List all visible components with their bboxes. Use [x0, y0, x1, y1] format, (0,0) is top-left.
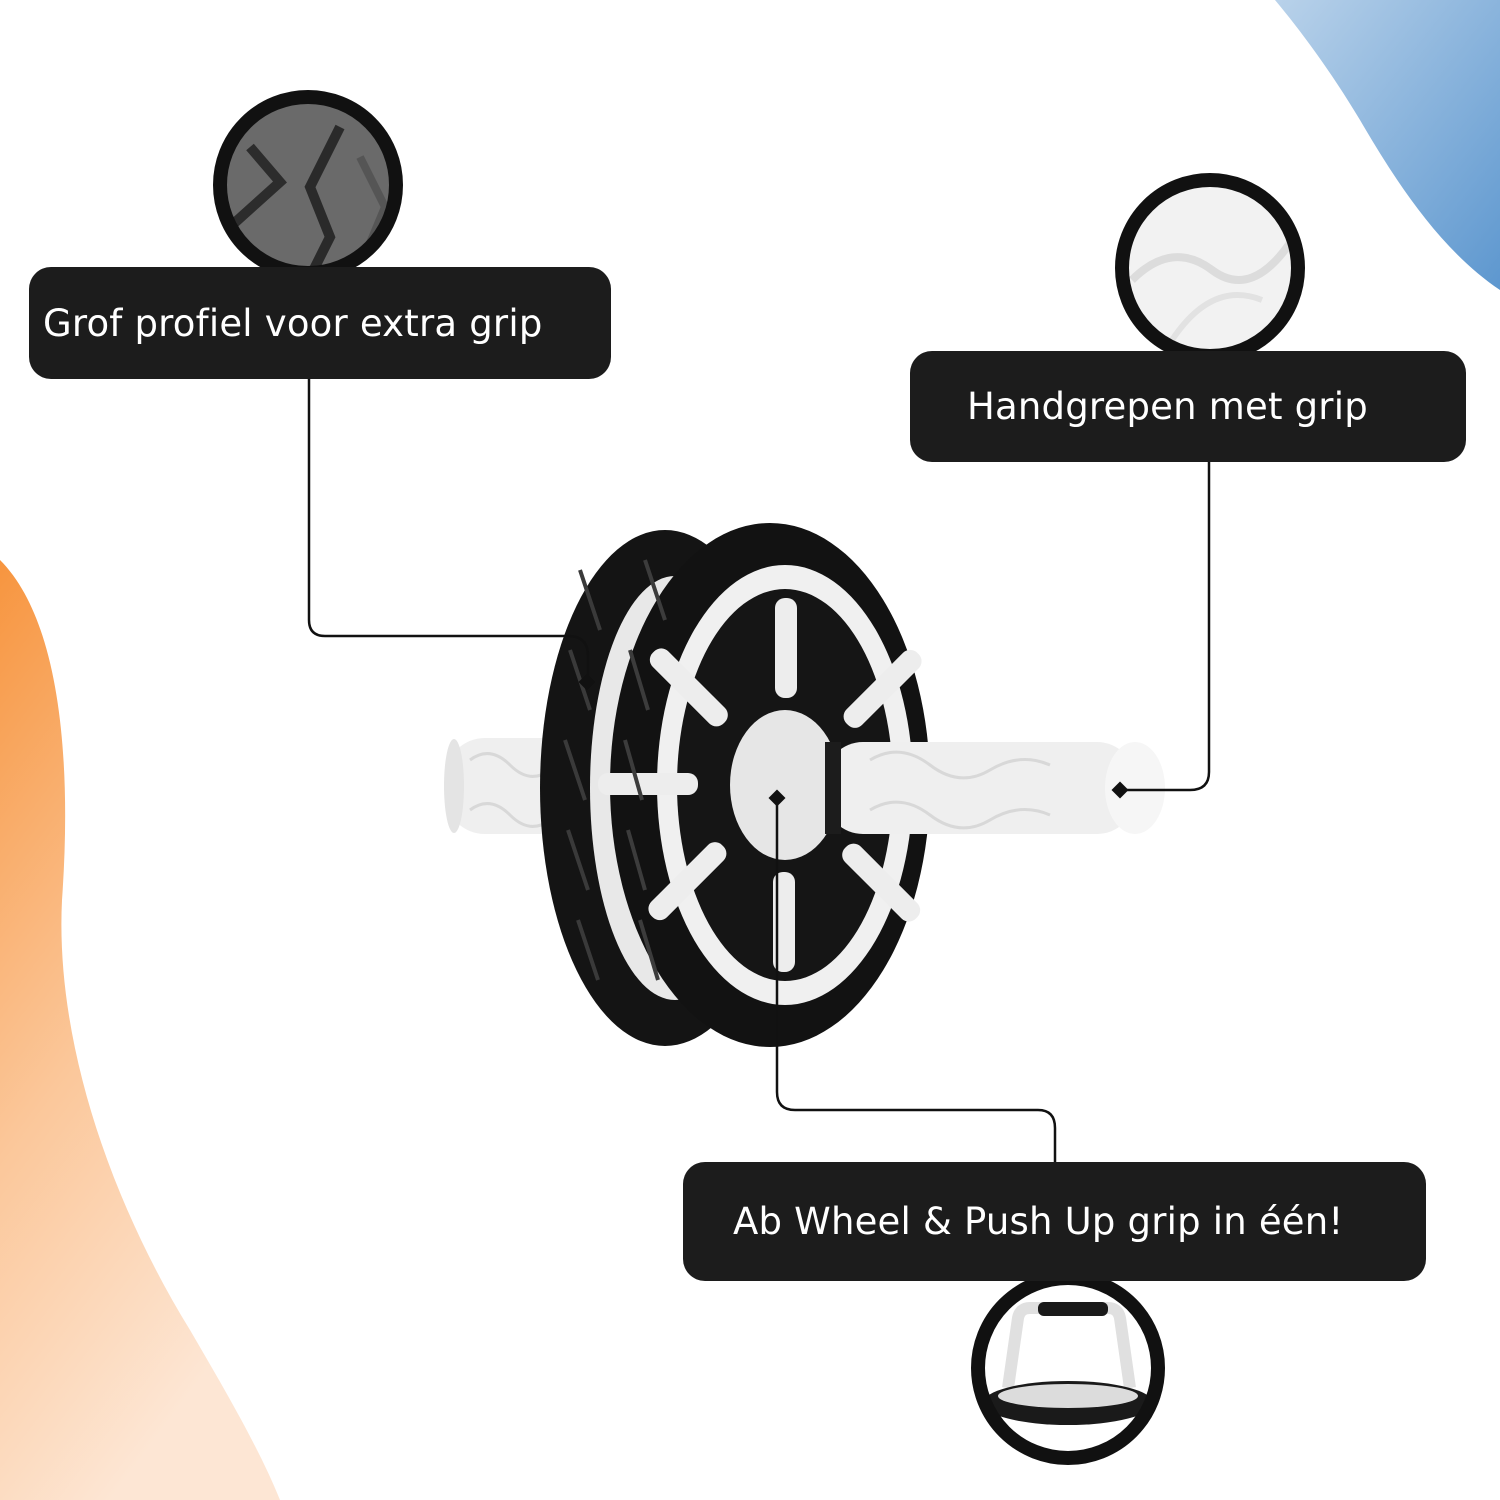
callout-tread-text: Grof profiel voor extra grip	[43, 301, 543, 345]
pushup-grip-closeup-icon	[971, 1271, 1165, 1465]
anchor-dot-pushup	[768, 789, 786, 807]
right-handle	[825, 742, 1165, 834]
callout-pushup-label: Ab Wheel & Push Up grip in één!	[683, 1162, 1426, 1281]
callout-tread-label: Grof profiel voor extra grip	[29, 267, 611, 379]
handle-grip-closeup-icon	[1115, 173, 1305, 363]
connector-tread	[307, 379, 590, 683]
connector-handles	[1122, 462, 1211, 792]
anchor-dot-handles	[1111, 781, 1129, 799]
callout-pushup-text: Ab Wheel & Push Up grip in één!	[733, 1200, 1344, 1243]
ab-wheel-product-image	[444, 523, 1165, 1047]
anchor-dot-tread	[578, 673, 596, 691]
callout-handles-text: Handgrepen met grip	[967, 385, 1368, 428]
blue-blob	[1275, 0, 1500, 290]
callout-handles-label: Handgrepen met grip	[910, 351, 1466, 462]
orange-blob	[0, 560, 280, 1500]
tire-tread-closeup-icon	[213, 90, 403, 280]
connector-pushup	[775, 798, 1057, 1162]
